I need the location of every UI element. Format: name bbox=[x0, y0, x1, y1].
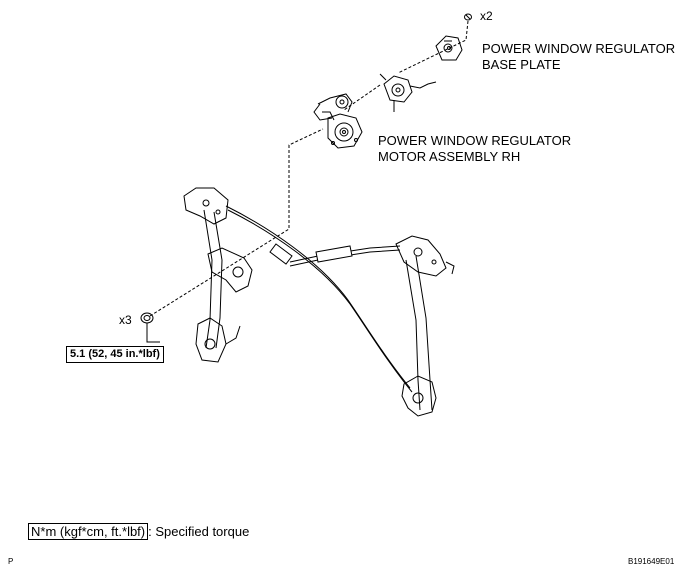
left-rail bbox=[183, 187, 253, 363]
alignment-line-plate bbox=[397, 20, 469, 74]
motor-label-line2: MOTOR ASSEMBLY RH bbox=[378, 149, 521, 164]
motor-label-line1: POWER WINDOW REGULATOR bbox=[378, 133, 572, 148]
screw-qty-label: x2 bbox=[480, 9, 493, 23]
gear-drive-part bbox=[379, 73, 437, 112]
nut-part bbox=[140, 312, 154, 324]
torque-spec-box: 5.1 (52, 45 in.*lbf) bbox=[66, 346, 164, 363]
legend-text: : Specified torque bbox=[148, 524, 250, 539]
torque-leader-line bbox=[146, 323, 160, 343]
base-plate-part bbox=[435, 35, 463, 61]
alignment-line-motor bbox=[343, 84, 381, 111]
regulator-cables bbox=[225, 205, 413, 393]
base-plate-label-line1: POWER WINDOW REGULATOR bbox=[482, 41, 676, 56]
alignment-line-nut bbox=[149, 128, 324, 317]
nut-qty-label: x3 bbox=[119, 313, 132, 327]
legend: N*m (kgf*cm, ft.*lbf): Specified torque bbox=[28, 523, 250, 540]
right-rail bbox=[395, 235, 455, 417]
figure-code: B191649E01 bbox=[628, 557, 675, 566]
legend-unit-box: N*m (kgf*cm, ft.*lbf) bbox=[28, 523, 149, 540]
motor-assembly-part bbox=[313, 93, 363, 149]
screw-part bbox=[464, 13, 472, 21]
page-mark: P bbox=[8, 557, 14, 566]
base-plate-label-line2: BASE PLATE bbox=[482, 57, 561, 72]
